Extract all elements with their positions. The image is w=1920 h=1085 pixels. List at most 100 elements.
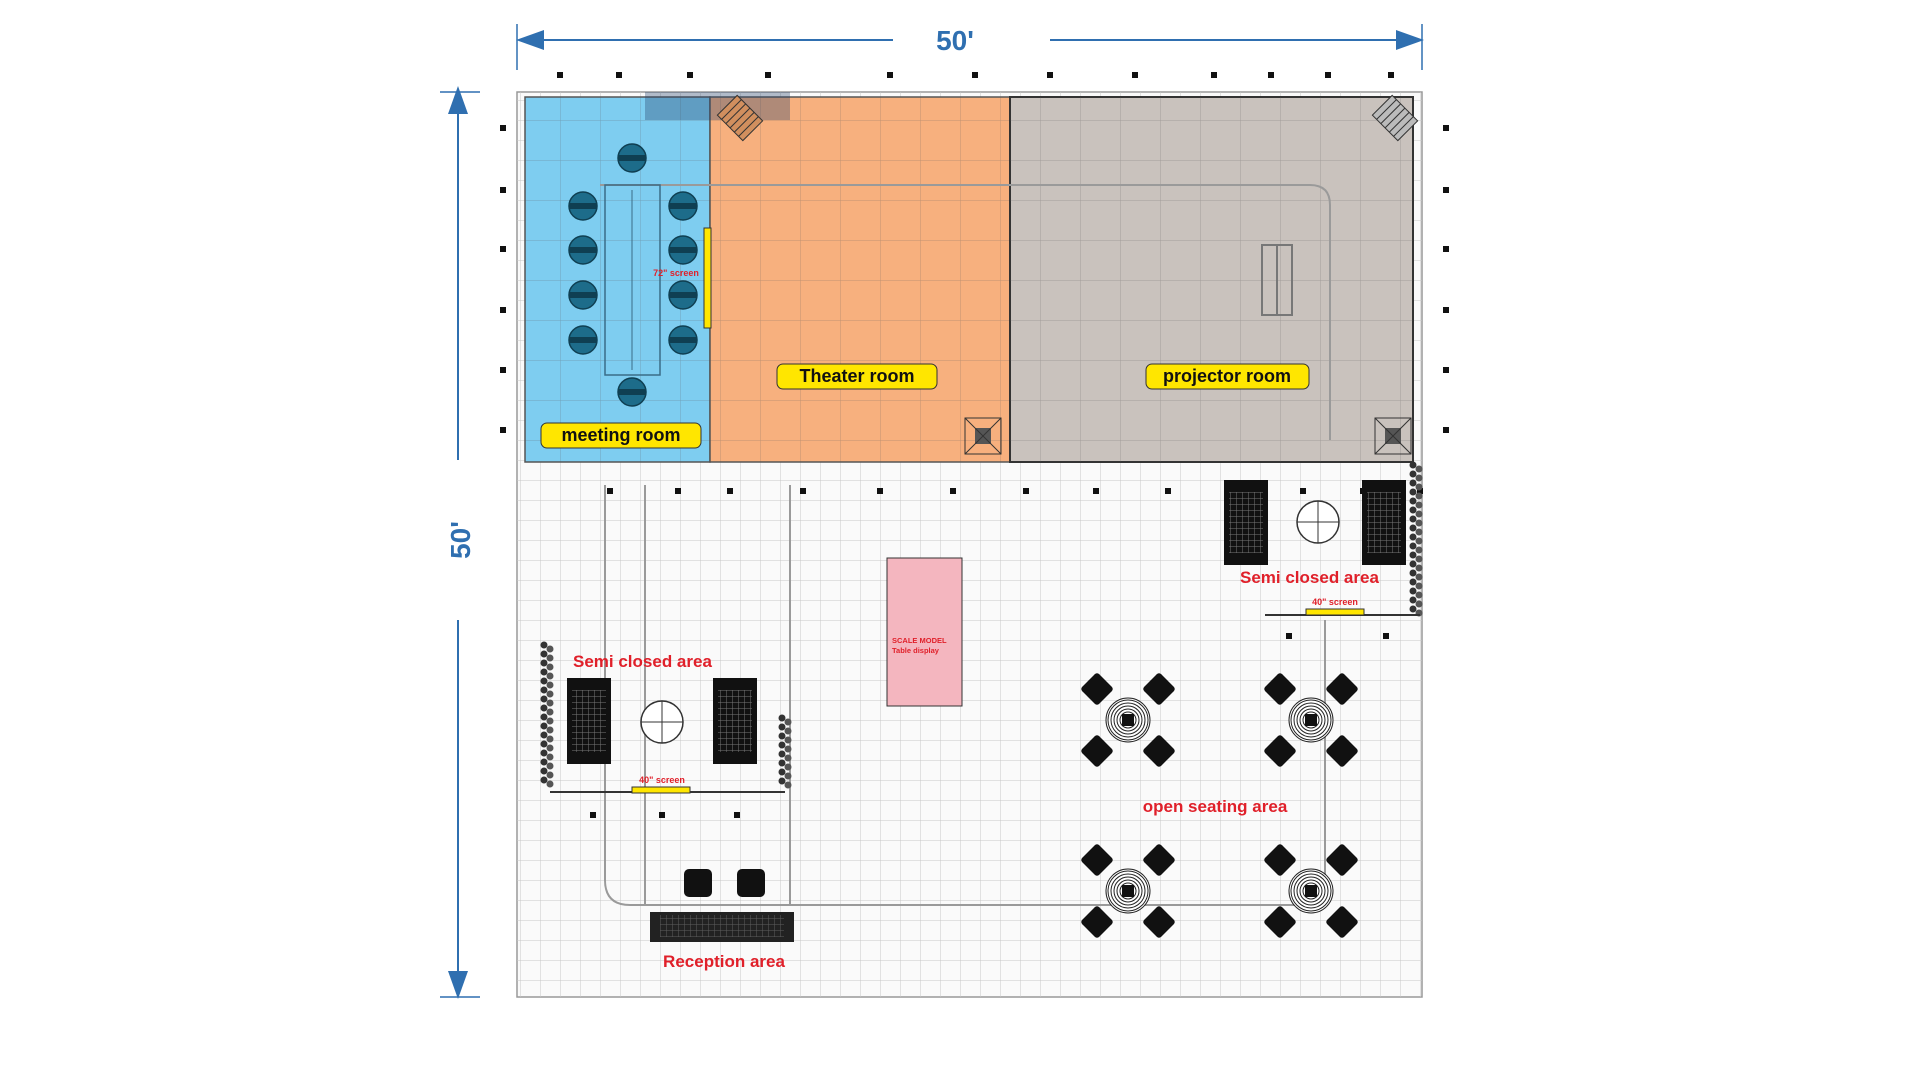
- light-fixture: [616, 72, 622, 78]
- round-table-icon: [1105, 868, 1151, 914]
- light-fixtures: [500, 72, 1449, 818]
- width-label: 50': [936, 25, 974, 56]
- light-fixture: [1443, 125, 1449, 131]
- chair-icon: [1081, 906, 1113, 938]
- light-fixture: [1383, 633, 1389, 639]
- open-seating-label: open seating area: [1143, 797, 1288, 816]
- width-dimension: 50': [516, 24, 1424, 70]
- light-fixture: [800, 488, 806, 494]
- projector-room-label: projector room: [1163, 366, 1291, 386]
- light-fixture: [887, 72, 893, 78]
- screen-72-label: 72" screen: [653, 268, 699, 278]
- light-fixture: [500, 427, 506, 433]
- plant-icon: [540, 641, 554, 788]
- projector-room-label-box: [1145, 363, 1310, 390]
- screen-72: [703, 227, 712, 329]
- light-fixture: [1388, 72, 1394, 78]
- chair-icon: [1143, 673, 1175, 705]
- seating-group: [1081, 673, 1175, 767]
- semi-closed-area-right: 40" screen Semi closed area: [1224, 461, 1423, 617]
- light-fixture: [500, 367, 506, 373]
- semi-closed-right-label: Semi closed area: [1240, 568, 1379, 587]
- screen-40-right-label: 40" screen: [1312, 597, 1358, 607]
- chair-icon: [1264, 673, 1296, 705]
- round-table-icon: [640, 700, 684, 744]
- chair-icon: [1264, 844, 1296, 876]
- round-table-icon: [1288, 868, 1334, 914]
- chair-icon: [617, 143, 647, 173]
- light-fixture: [1443, 367, 1449, 373]
- light-fixture: [1132, 72, 1138, 78]
- light-fixture: [1093, 488, 1099, 494]
- theater-room-label: Theater room: [799, 366, 914, 386]
- light-fixture: [1047, 72, 1053, 78]
- light-fixture: [972, 72, 978, 78]
- chair-icon: [617, 377, 647, 407]
- chair-icon: [1326, 906, 1358, 938]
- seating-group: [1081, 844, 1175, 938]
- round-table-icon: [1296, 500, 1340, 544]
- conference-table: [604, 184, 661, 376]
- chair-icon: [1326, 735, 1358, 767]
- open-seating-area: [1081, 673, 1358, 938]
- chair-icon: [568, 280, 598, 310]
- light-fixture: [765, 72, 771, 78]
- reception-label: Reception area: [663, 952, 785, 971]
- semi-closed-left-label: Semi closed area: [573, 652, 712, 671]
- chair-icon: [668, 325, 698, 355]
- light-fixture: [734, 812, 740, 818]
- height-dimension: 50': [440, 86, 480, 999]
- chair-icon: [568, 325, 598, 355]
- light-fixture: [1443, 246, 1449, 252]
- theater-room-label-box: [776, 363, 938, 390]
- meeting-chairs: [568, 143, 698, 407]
- light-fixture: [500, 246, 506, 252]
- chair-icon: [568, 191, 598, 221]
- light-fixture: [675, 488, 681, 494]
- light-fixture: [1165, 488, 1171, 494]
- stairs-icon: [716, 94, 764, 142]
- chair-icon: [1264, 735, 1296, 767]
- meeting-room-grid: [525, 97, 710, 462]
- chair-icon: [568, 235, 598, 265]
- projector-room-grid: [1010, 97, 1413, 462]
- theater-room-grid: [710, 97, 1010, 462]
- screen-40-left-label: 40" screen: [639, 775, 685, 785]
- light-fixture: [1286, 633, 1292, 639]
- light-fixture: [1443, 187, 1449, 193]
- semi-closed-area-left: 40" screen Semi closed area: [540, 641, 792, 794]
- light-fixture: [659, 812, 665, 818]
- light-fixture: [1023, 488, 1029, 494]
- chair-icon: [1081, 735, 1113, 767]
- light-fixture: [607, 488, 613, 494]
- scale-model-sublabel: Table display: [892, 646, 940, 655]
- light-fixture: [1300, 488, 1306, 494]
- meeting-room-label: meeting room: [561, 425, 680, 445]
- column-icon: [1374, 417, 1412, 455]
- light-fixture: [1268, 72, 1274, 78]
- chair-icon: [1264, 906, 1296, 938]
- height-label: 50': [445, 521, 476, 559]
- screen-40-right: [1305, 608, 1365, 616]
- reception-chair: [684, 869, 712, 897]
- light-fixture: [1417, 488, 1423, 494]
- seating-group: [1264, 844, 1358, 938]
- chair-icon: [1143, 906, 1175, 938]
- seating-group: [1264, 673, 1358, 767]
- meeting-room-label-box: [540, 422, 702, 449]
- stairs-icon: [1371, 94, 1419, 142]
- light-fixture: [1325, 72, 1331, 78]
- light-fixture: [727, 488, 733, 494]
- light-fixture: [590, 812, 596, 818]
- light-fixture: [500, 125, 506, 131]
- light-fixture: [500, 307, 506, 313]
- light-fixture: [1443, 307, 1449, 313]
- chair-icon: [1143, 735, 1175, 767]
- chair-icon: [1081, 844, 1113, 876]
- light-fixture: [1443, 427, 1449, 433]
- light-fixture: [950, 488, 956, 494]
- round-table-icon: [1288, 697, 1334, 743]
- reception-area: Reception area: [650, 869, 794, 971]
